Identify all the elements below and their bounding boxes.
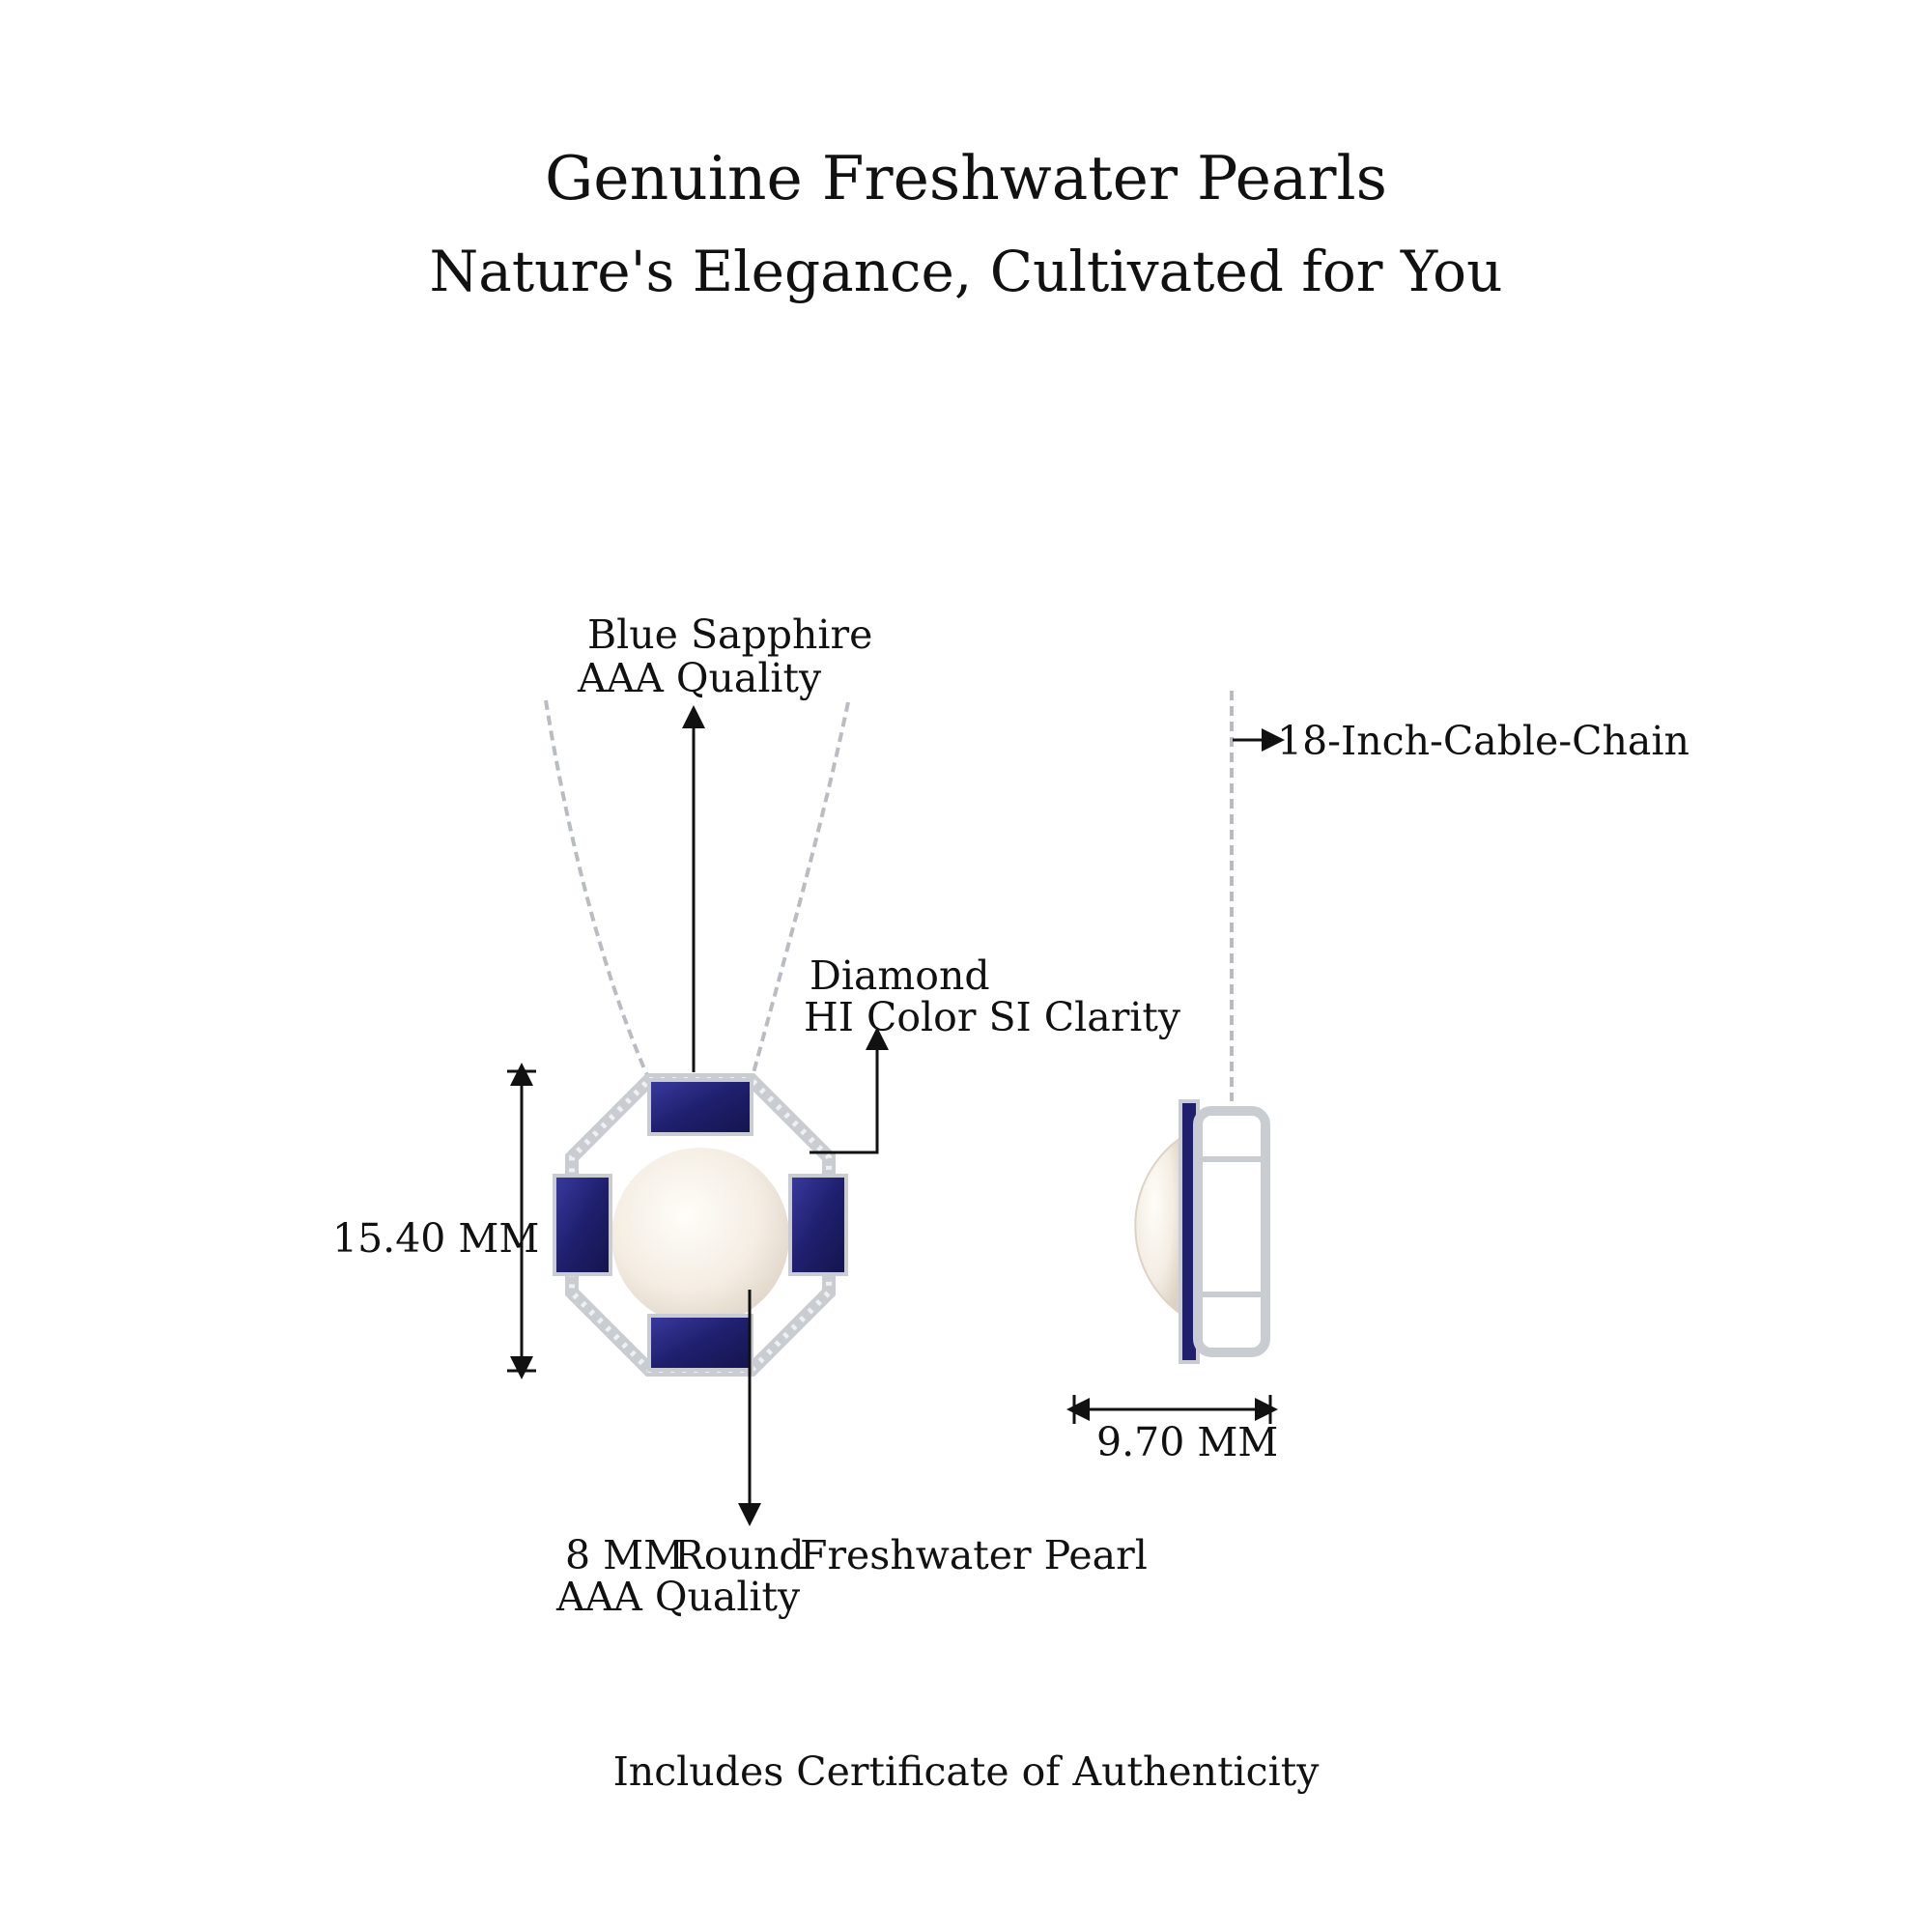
diamond-quality-label: HI Color SI Clarity	[804, 994, 1181, 1040]
pendant-front	[553, 1073, 848, 1377]
certificate-note: Includes Certificate of Authenticity	[612, 1748, 1320, 1795]
sapphire-quality-label: AAA Quality	[578, 655, 822, 701]
chain-label: 18-Inch-Cable-Chain	[1277, 718, 1690, 764]
pearl-front	[611, 1148, 789, 1325]
pearl-quality-label: AAA Quality	[556, 1574, 801, 1620]
pendant-side	[1134, 1099, 1270, 1364]
side-bale	[1193, 1106, 1270, 1357]
depth-dimension-line	[1066, 1395, 1278, 1424]
pearl-size-label: 8 MM	[565, 1532, 685, 1578]
diamond-leader	[810, 1027, 889, 1154]
chain-right	[750, 701, 850, 1081]
chain-left	[544, 699, 651, 1081]
sapphire-left	[553, 1174, 612, 1276]
height-dimension-line	[507, 1063, 536, 1379]
pearl-side	[1135, 1138, 1180, 1314]
page-subtitle: Nature's Elegance, Cultivated for You	[429, 239, 1503, 304]
sapphire-name-label: Blue Sapphire	[587, 611, 873, 658]
diamond-name-label: Diamond	[810, 952, 990, 999]
page-title: Genuine Freshwater Pearls	[544, 143, 1388, 213]
sapphire-right	[788, 1174, 848, 1276]
sapphire-top	[647, 1078, 753, 1136]
depth-dimension-label: 9.70 MM	[1096, 1419, 1279, 1465]
sapphire-bottom	[647, 1314, 753, 1372]
pearl-name-label: Freshwater Pearl	[800, 1532, 1148, 1578]
height-dimension-label: 15.40 MM	[332, 1215, 540, 1262]
pearl-shape-label: Round	[674, 1532, 805, 1578]
